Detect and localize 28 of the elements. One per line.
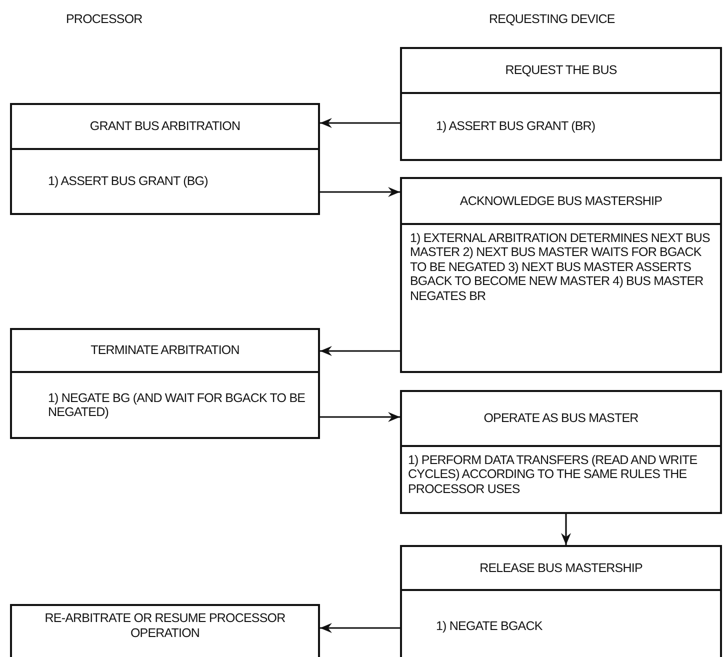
- process-box: [10, 328, 320, 439]
- step-heading: RE-ARBITRATE OR RESUME PROCESSOR OPERATION: [44, 611, 286, 641]
- process-box: [400, 47, 722, 161]
- step-heading: ACKNOWLEDGE BUS MASTERSHIP: [460, 194, 662, 208]
- arrow: [320, 623, 400, 633]
- step-heading: REQUEST THE BUS: [505, 63, 617, 78]
- step-description: 1) ASSERT BUS GRANT (BG): [48, 174, 208, 189]
- column-heading: REQUESTING DEVICE: [489, 12, 615, 26]
- step-heading: RELEASE BUS MASTERSHIP: [480, 560, 642, 576]
- column-heading: PROCESSOR: [66, 12, 142, 26]
- process-box: [400, 390, 722, 514]
- arrow: [320, 412, 400, 422]
- step-heading: OPERATE AS BUS MASTER: [484, 411, 638, 426]
- step-description: 1) NEGATE BG (AND WAIT FOR BGACK TO BE NEGATED): [48, 390, 306, 420]
- process-box: [400, 545, 722, 657]
- arrow: [320, 187, 400, 197]
- process-box: [10, 103, 320, 215]
- step-heading: TERMINATE ARBITRATION: [90, 343, 240, 358]
- step-description: 1) PERFORM DATA TRANSFERS (READ AND WRITE CYCLES) ACCORDING TO THE SAME RULES THE PROCESSOR USES: [408, 453, 698, 496]
- arrow: [320, 346, 400, 356]
- step-description: 1) NEGATE BGACK: [436, 618, 542, 634]
- step-heading: GRANT BUS ARBITRATION: [90, 119, 240, 134]
- step-description: 1) ASSERT BUS GRANT (BR): [436, 119, 596, 134]
- process-box: [10, 604, 320, 657]
- arrow: [320, 118, 400, 128]
- process-box: [400, 177, 722, 373]
- arrow: [561, 514, 571, 545]
- step-description: 1) EXTERNAL ARBITRATION DETERMINES NEXT BUS MASTER 2) NEXT BUS MASTER WAITS FOR BGACK TO BE NEGATED 3) NEXT BUS MASTER ASSERTS BGACK TO BECOME NEW MASTER 4) BUS MASTER NEGATES BR: [410, 231, 711, 303]
